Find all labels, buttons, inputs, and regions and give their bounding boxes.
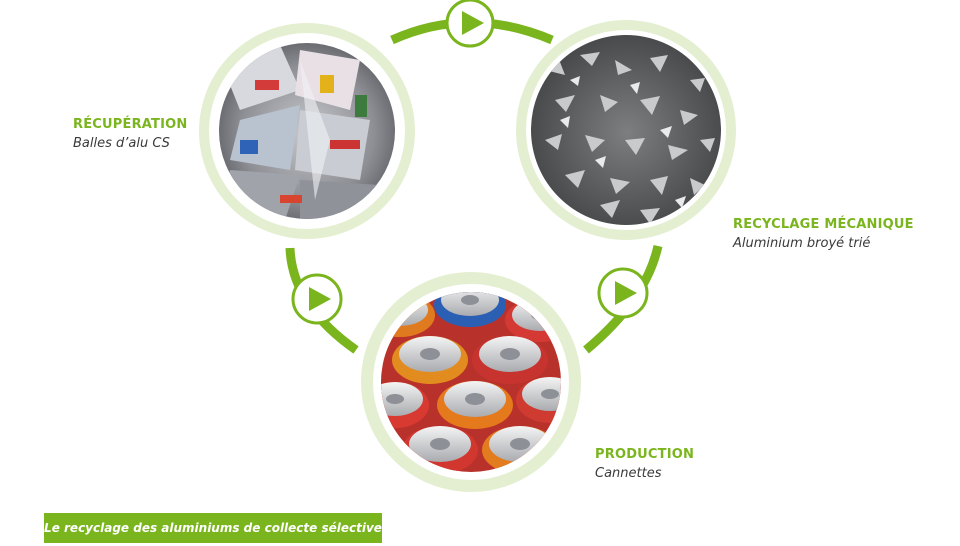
stage-subtitle: Cannettes: [595, 465, 662, 481]
stage-label-recyclage: RECYCLAGE MÉCANIQUE Aluminium broyé trié: [733, 217, 914, 251]
stage-label-recuperation: RÉCUPÉRATION Balles d’alu CS: [73, 117, 188, 151]
stage-label-production: PRODUCTION Cannettes: [595, 447, 694, 481]
play-arrow-icon: [445, 0, 495, 48]
play-arrow-icon: [291, 273, 343, 325]
photo-recuperation: [199, 23, 415, 239]
photo-production: [361, 272, 581, 492]
stage-subtitle: Aluminium broyé trié: [733, 235, 871, 251]
stage-subtitle: Balles d’alu CS: [73, 135, 170, 151]
play-arrow-icon: [597, 267, 649, 319]
stage-title: PRODUCTION: [595, 447, 695, 462]
photo-recyclage: [516, 20, 736, 240]
stage-title: RECYCLAGE MÉCANIQUE: [733, 217, 914, 232]
figure-caption: Le recyclage des aluminiums de collecte …: [44, 513, 382, 543]
stage-title: RÉCUPÉRATION: [73, 117, 188, 132]
